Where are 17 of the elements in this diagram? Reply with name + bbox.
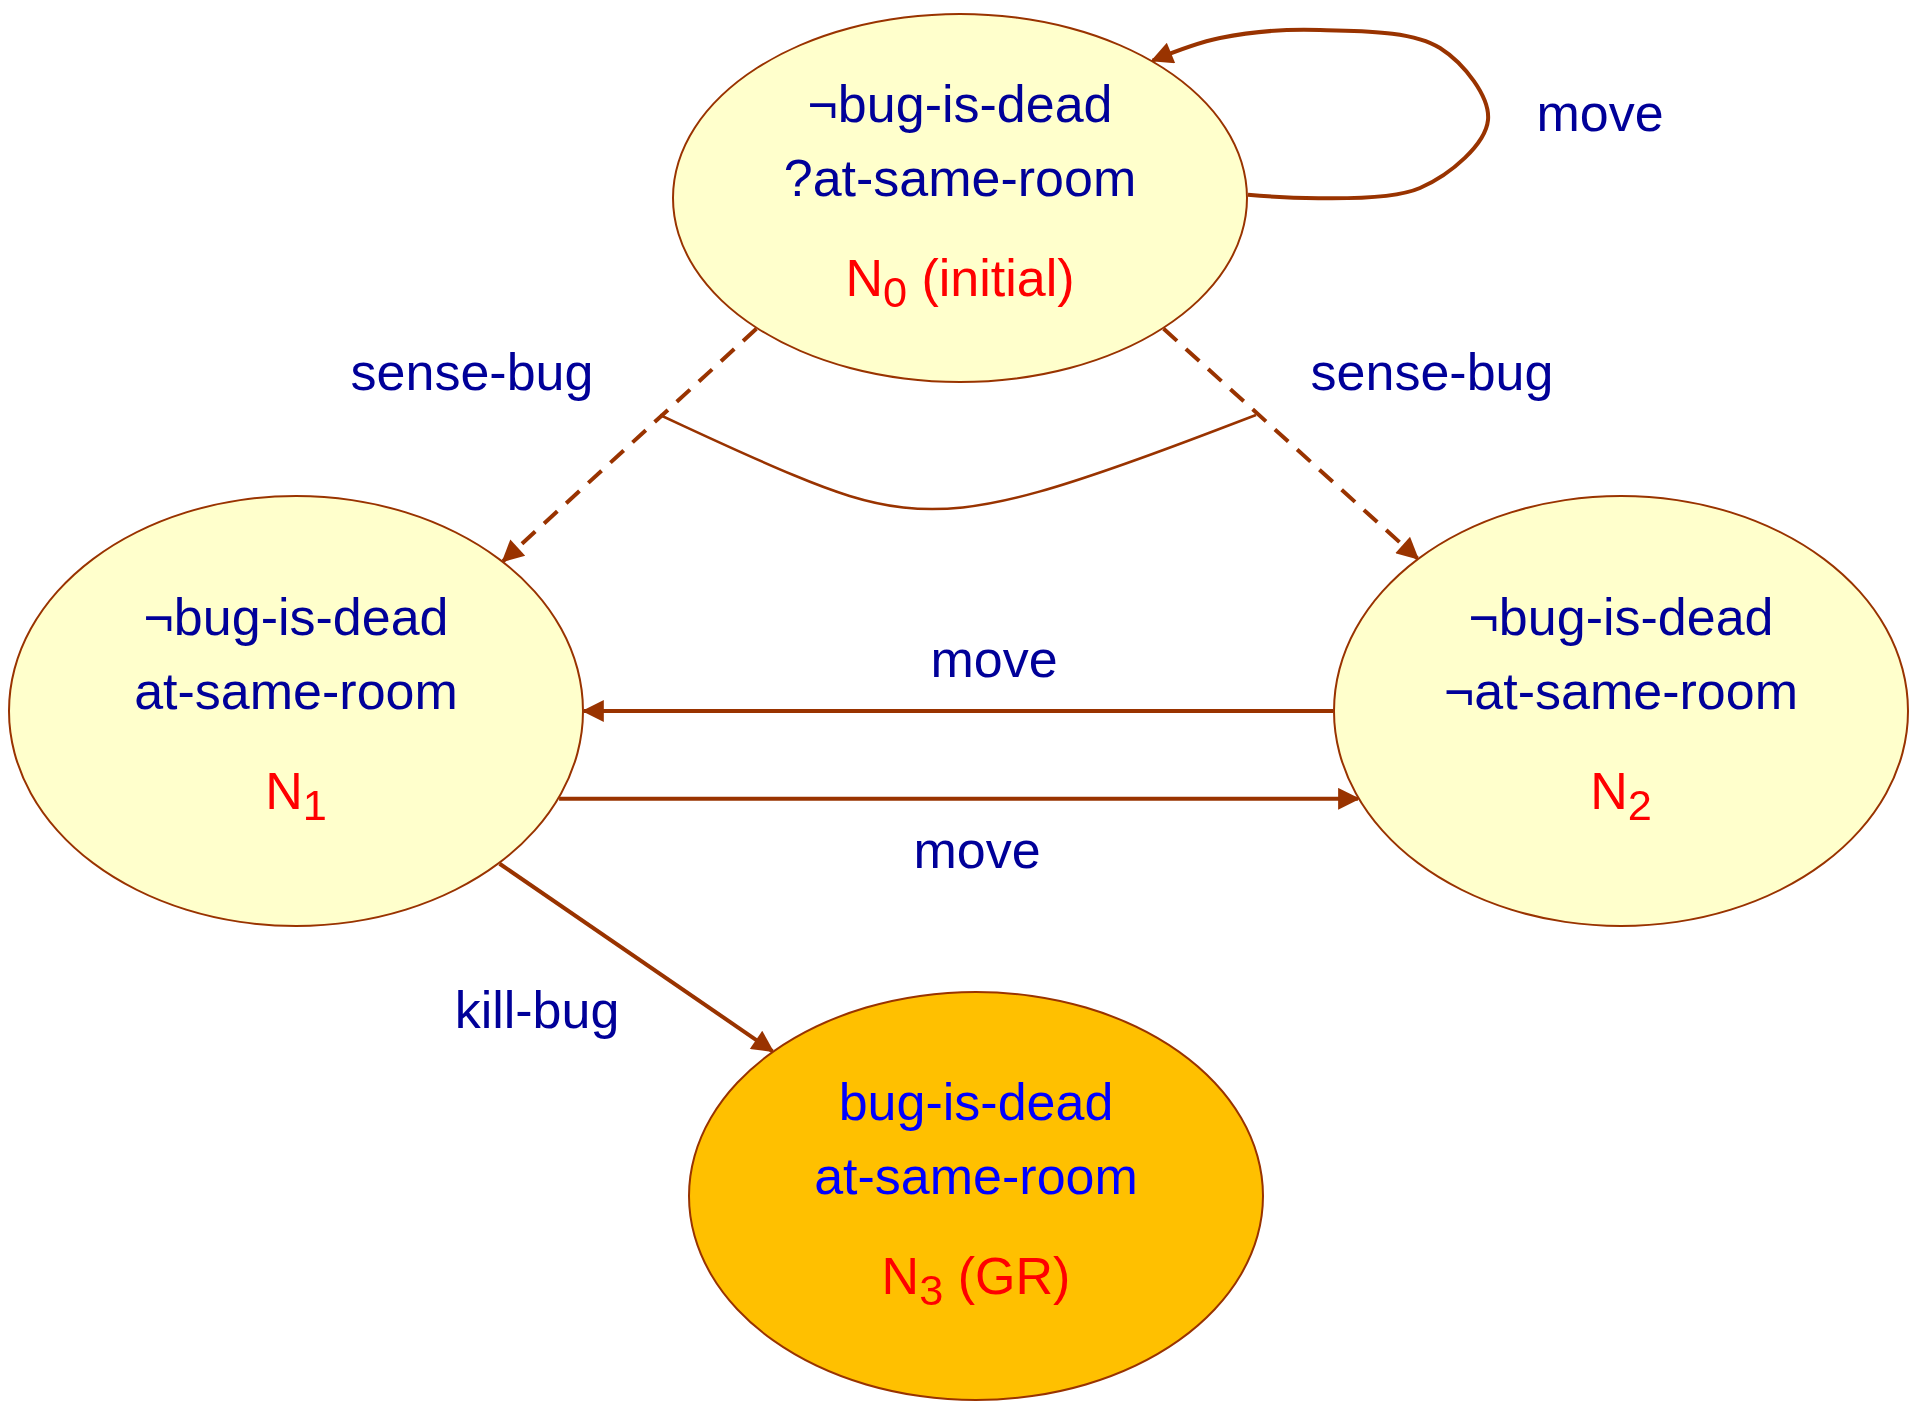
arrow xyxy=(1150,27,1490,201)
arrow xyxy=(559,787,1361,810)
state-label: ¬bug-is-dead xyxy=(143,586,449,648)
state-label: N$_{1}$ xyxy=(265,760,327,832)
state-label: at-same-room xyxy=(134,660,458,722)
state-label: N$_{3}$ (GR) xyxy=(881,1245,1071,1317)
arrow xyxy=(501,327,758,563)
state-label: bug-is-dead xyxy=(838,1071,1114,1133)
state-label: N$_{0}$ (initial) xyxy=(845,247,1075,319)
arrow xyxy=(1162,327,1419,560)
state-label: N$_{2}$ xyxy=(1590,760,1652,832)
state-label: ¬bug-is-dead xyxy=(1468,586,1774,648)
state-label: at-same-room xyxy=(814,1145,1138,1207)
state-label: ?at-same-room xyxy=(783,147,1137,209)
arrow xyxy=(498,862,775,1053)
state-label: ¬at-same-room xyxy=(1444,660,1798,722)
state-label: ¬bug-is-dead xyxy=(807,73,1113,135)
